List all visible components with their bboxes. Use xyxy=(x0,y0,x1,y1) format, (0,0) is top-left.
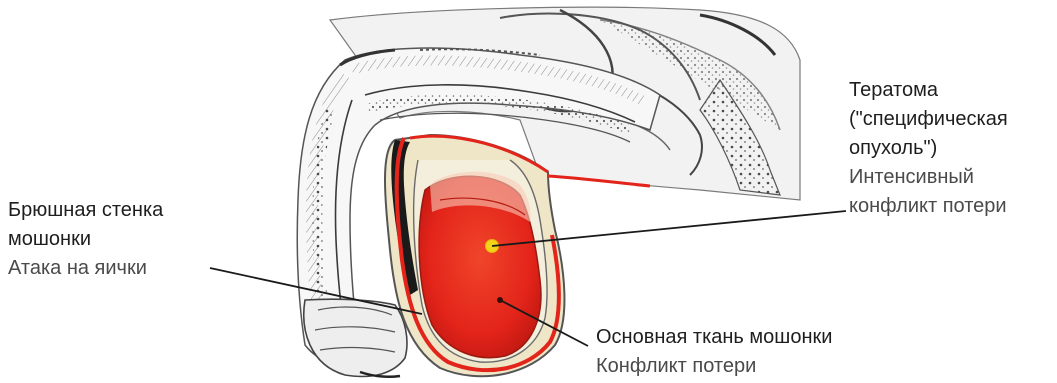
teratoma-title-line2: ("специфическая xyxy=(849,105,1008,134)
main-tissue-subtitle: Конфликт потери xyxy=(596,352,832,381)
glans xyxy=(304,299,407,377)
teratoma-subtitle-line2: конфликт потери xyxy=(849,192,1008,221)
abdominal-wall-title-line2: мошонки xyxy=(8,225,163,254)
main-tissue-title: Основная ткань мошонки xyxy=(596,323,832,352)
label-abdominal-wall: Брюшная стенка мошонки Атака на яички xyxy=(8,196,163,283)
teratoma-title-line1: Тератома xyxy=(849,76,1008,105)
label-main-tissue: Основная ткань мошонки Конфликт потери xyxy=(596,323,832,381)
abdominal-wall-title-line1: Брюшная стенка xyxy=(8,196,163,225)
teratoma-title-line3: опухоль") xyxy=(849,134,1008,163)
testis xyxy=(419,172,541,358)
abdominal-wall-subtitle: Атака на яички xyxy=(8,254,163,283)
label-teratoma: Тератома ("специфическая опухоль") Интен… xyxy=(849,76,1008,221)
teratoma-subtitle-line1: Интенсивный xyxy=(849,163,1008,192)
